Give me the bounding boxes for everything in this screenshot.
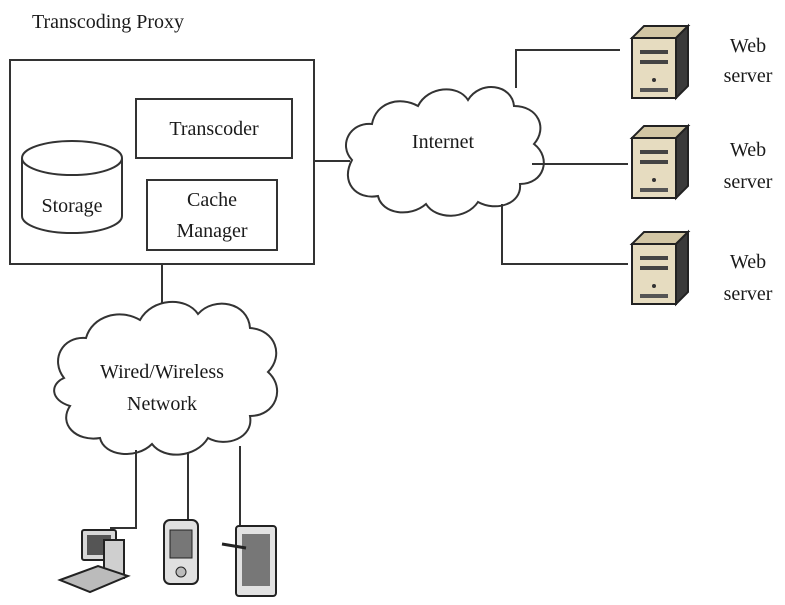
web-server-label-3-line1: Web xyxy=(730,251,766,273)
cache-manager-box xyxy=(146,179,278,251)
network-computer-link xyxy=(110,450,137,529)
internet-server3-link xyxy=(501,204,628,265)
storage-label: Storage xyxy=(41,195,102,217)
internet-label: Internet xyxy=(412,131,475,153)
diagram-title: Transcoding Proxy xyxy=(32,11,184,33)
cache-manager-label-line2: Manager xyxy=(176,220,247,242)
web-server-label-1-line1: Web xyxy=(730,35,766,57)
internet-cloud xyxy=(345,86,545,217)
computer-icon xyxy=(57,529,131,594)
network-label-line1: Wired/Wireless xyxy=(100,361,224,383)
web-server-label-3-line2: server xyxy=(724,283,773,305)
storage-cylinder: Storage xyxy=(21,140,123,234)
web-server-label-1-line2: server xyxy=(724,65,773,87)
web-server-icon xyxy=(629,123,691,201)
transcoder-label: Transcoder xyxy=(169,118,259,140)
pda-icon xyxy=(163,519,199,585)
web-server-icon xyxy=(629,229,691,307)
internet-server1-link xyxy=(515,49,620,88)
network-label-line2: Network xyxy=(127,393,197,415)
cache-manager-label-line1: Cache xyxy=(187,189,237,211)
tablet-icon xyxy=(221,525,277,597)
web-server-label-2-line2: server xyxy=(724,171,773,193)
transcoder-box xyxy=(135,98,293,159)
network-cloud xyxy=(53,300,279,456)
web-server-label-2-line1: Web xyxy=(730,139,766,161)
web-server-icon xyxy=(629,23,691,101)
